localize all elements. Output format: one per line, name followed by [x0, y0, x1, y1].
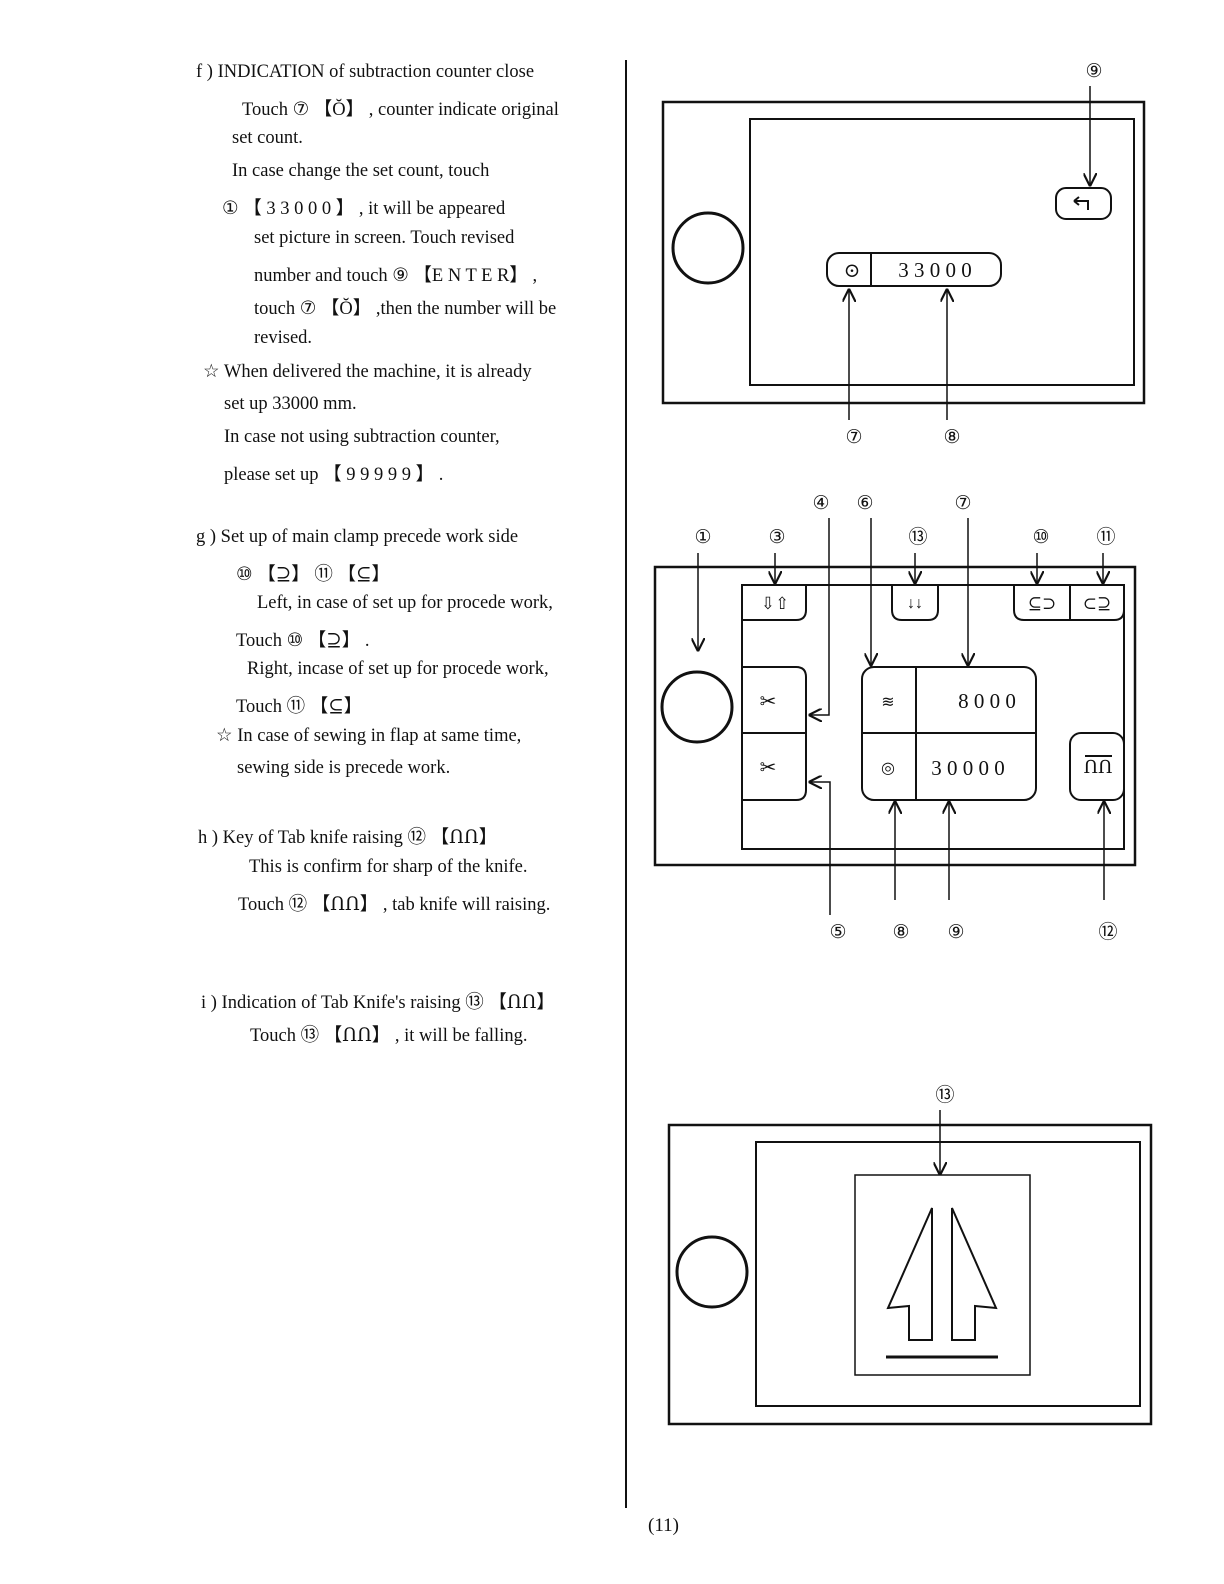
section-f-line: set count.	[232, 128, 303, 148]
counter-reset-icon: ⊙	[844, 260, 861, 282]
callout-7: ⑦	[954, 493, 971, 514]
section-i-heading: i ) Indication of Tab Knife's raising ⑬ …	[201, 993, 555, 1013]
callout-8: ⑧	[892, 922, 909, 943]
section-g-heading: g ) Set up of main clamp precede work si…	[196, 527, 519, 547]
section-g-line: Left, in case of set up for procede work…	[257, 593, 553, 613]
section-f-line: revised.	[254, 328, 313, 348]
callout-9: ⑨	[947, 922, 964, 943]
callout-11: ⑪	[1096, 526, 1115, 548]
panel-screen-frame	[755, 1141, 1141, 1407]
section-h-line: This is confirm for sharp of the knife.	[249, 857, 528, 877]
section-g-line: ⑩ 【⊇】 ⑪ 【⊆】	[236, 565, 390, 585]
right-side-button[interactable]: ⊂⊇	[1070, 585, 1125, 621]
callout-7: ⑦	[845, 427, 862, 448]
diagram3-panel: ⑬	[667, 1084, 1153, 1426]
callout-5: ⑤	[829, 922, 846, 943]
diagram2-panel: ④ ⑥ ⑦ ① ③ ⑬ ⑩ ⑪ ⇩⇧ ↓↓ ⊆⊃ ⊂⊇ ✂	[653, 493, 1137, 943]
callout-13: ⑬	[908, 526, 927, 548]
callout-10: ⑩	[1032, 527, 1049, 548]
section-f-heading: f ) INDICATION of subtraction counter cl…	[196, 62, 535, 82]
page-number: (11)	[648, 1515, 679, 1536]
counter-value: 3 0 0 0 0	[931, 756, 1005, 780]
knife-down-button[interactable]: ↓↓	[891, 585, 939, 621]
section-i-line: Touch ⑬ 【ՈՈ】 , it will be falling.	[250, 1026, 528, 1046]
power-button[interactable]	[660, 670, 734, 744]
callout-4: ④	[812, 493, 829, 514]
raise-arrow-right-icon	[951, 1207, 998, 1341]
callout-arrow	[810, 518, 830, 715]
diagram1-panel: ⊙ 3 3 0 0 0 ⑨ ⑦ ⑧	[661, 61, 1146, 448]
section-f-note: ☆ When delivered the machine, it is alre…	[203, 362, 532, 382]
upper-thread-cut-button[interactable]: ✂	[742, 666, 807, 734]
stitch-count-display[interactable]: ≋ 8 0 0 0 ◎ 3 0 0 0 0	[861, 666, 1037, 801]
power-button[interactable]	[671, 211, 745, 285]
callout-9: ⑨	[1085, 61, 1102, 82]
instruction-text-column: f ) INDICATION of subtraction counter cl…	[196, 62, 559, 1046]
right-side-icon: ⊂⊇	[1083, 594, 1112, 613]
enter-icon	[1073, 196, 1089, 210]
counter-display[interactable]: ⊙ 3 3 0 0 0	[826, 252, 1002, 287]
scissors-icon: ✂	[760, 757, 777, 779]
section-f-line: touch ⑦ 【Ŏ】 ,then the number will be	[254, 299, 557, 319]
knife-raise-icon: ՈՈ	[1084, 757, 1113, 777]
callout-8: ⑧	[943, 427, 960, 448]
section-f-line: set picture in screen. Touch revised	[254, 228, 515, 248]
section-h-line: Touch ⑫ 【ՈՈ】 , tab knife will raising.	[238, 895, 551, 915]
clamp-updown-icon: ⇩⇧	[761, 594, 790, 613]
panel-screen-frame	[749, 118, 1135, 386]
section-g-line: Touch ⑪ 【⊆】	[236, 697, 363, 717]
panel-outer-frame	[667, 1123, 1153, 1426]
clamp-button[interactable]: ⇩⇧	[742, 584, 807, 621]
enter-button[interactable]	[1055, 187, 1112, 220]
callout-13: ⑬	[935, 1084, 954, 1106]
section-f-line: In case change the set count, touch	[232, 161, 490, 181]
section-f-line: ① 【 3 3 0 0 0 】 , it will be appeared	[222, 199, 506, 219]
section-f-line: number and touch ⑨ 【E N T E R】 ,	[254, 266, 538, 286]
stitch-icon: ≋	[881, 694, 894, 711]
left-side-icon: ⊆⊃	[1028, 594, 1057, 613]
panel-screen-frame	[741, 584, 1125, 850]
stitch-value: 8 0 0 0	[958, 689, 1016, 713]
section-f-note: please set up 【 9 9 9 9 9 】 .	[224, 465, 444, 485]
column-divider	[625, 60, 627, 1508]
scissors-icon: ✂	[760, 691, 777, 713]
tab-knife-raised-indicator[interactable]	[854, 1174, 1031, 1376]
section-g-line: Touch ⑩ 【⊇】 .	[236, 631, 370, 651]
knife-down-icon: ↓↓	[907, 595, 923, 612]
callout-6: ⑥	[856, 493, 873, 514]
section-g-note: sewing side is precede work.	[237, 758, 451, 778]
panel-outer-frame	[661, 100, 1146, 405]
section-f-note: In case not using subtraction counter,	[224, 427, 500, 447]
left-side-button[interactable]: ⊆⊃	[1013, 585, 1071, 621]
section-g-note: ☆ In case of sewing in flap at same time…	[216, 726, 522, 746]
callout-3: ③	[768, 527, 785, 548]
section-h-heading: h ) Key of Tab knife raising ⑫ 【ՈՈ】	[198, 828, 498, 848]
power-button[interactable]	[675, 1235, 749, 1309]
raise-arrow-left-icon	[886, 1207, 933, 1341]
section-f-note: set up 33000 mm.	[224, 394, 357, 414]
callout-1: ①	[694, 527, 711, 548]
section-g-line: Right, incase of set up for procede work…	[247, 659, 549, 679]
counter-icon: ◎	[881, 760, 895, 777]
callout-arrow	[810, 782, 831, 915]
lower-thread-cut-button[interactable]: ✂	[742, 732, 807, 801]
section-f-line: Touch ⑦ 【Ŏ】 , counter indicate original	[242, 100, 559, 120]
tab-knife-raise-button[interactable]: ՈՈ	[1069, 732, 1125, 801]
counter-value: 3 3 0 0 0	[898, 258, 972, 282]
callout-12: ⑫	[1098, 921, 1117, 943]
